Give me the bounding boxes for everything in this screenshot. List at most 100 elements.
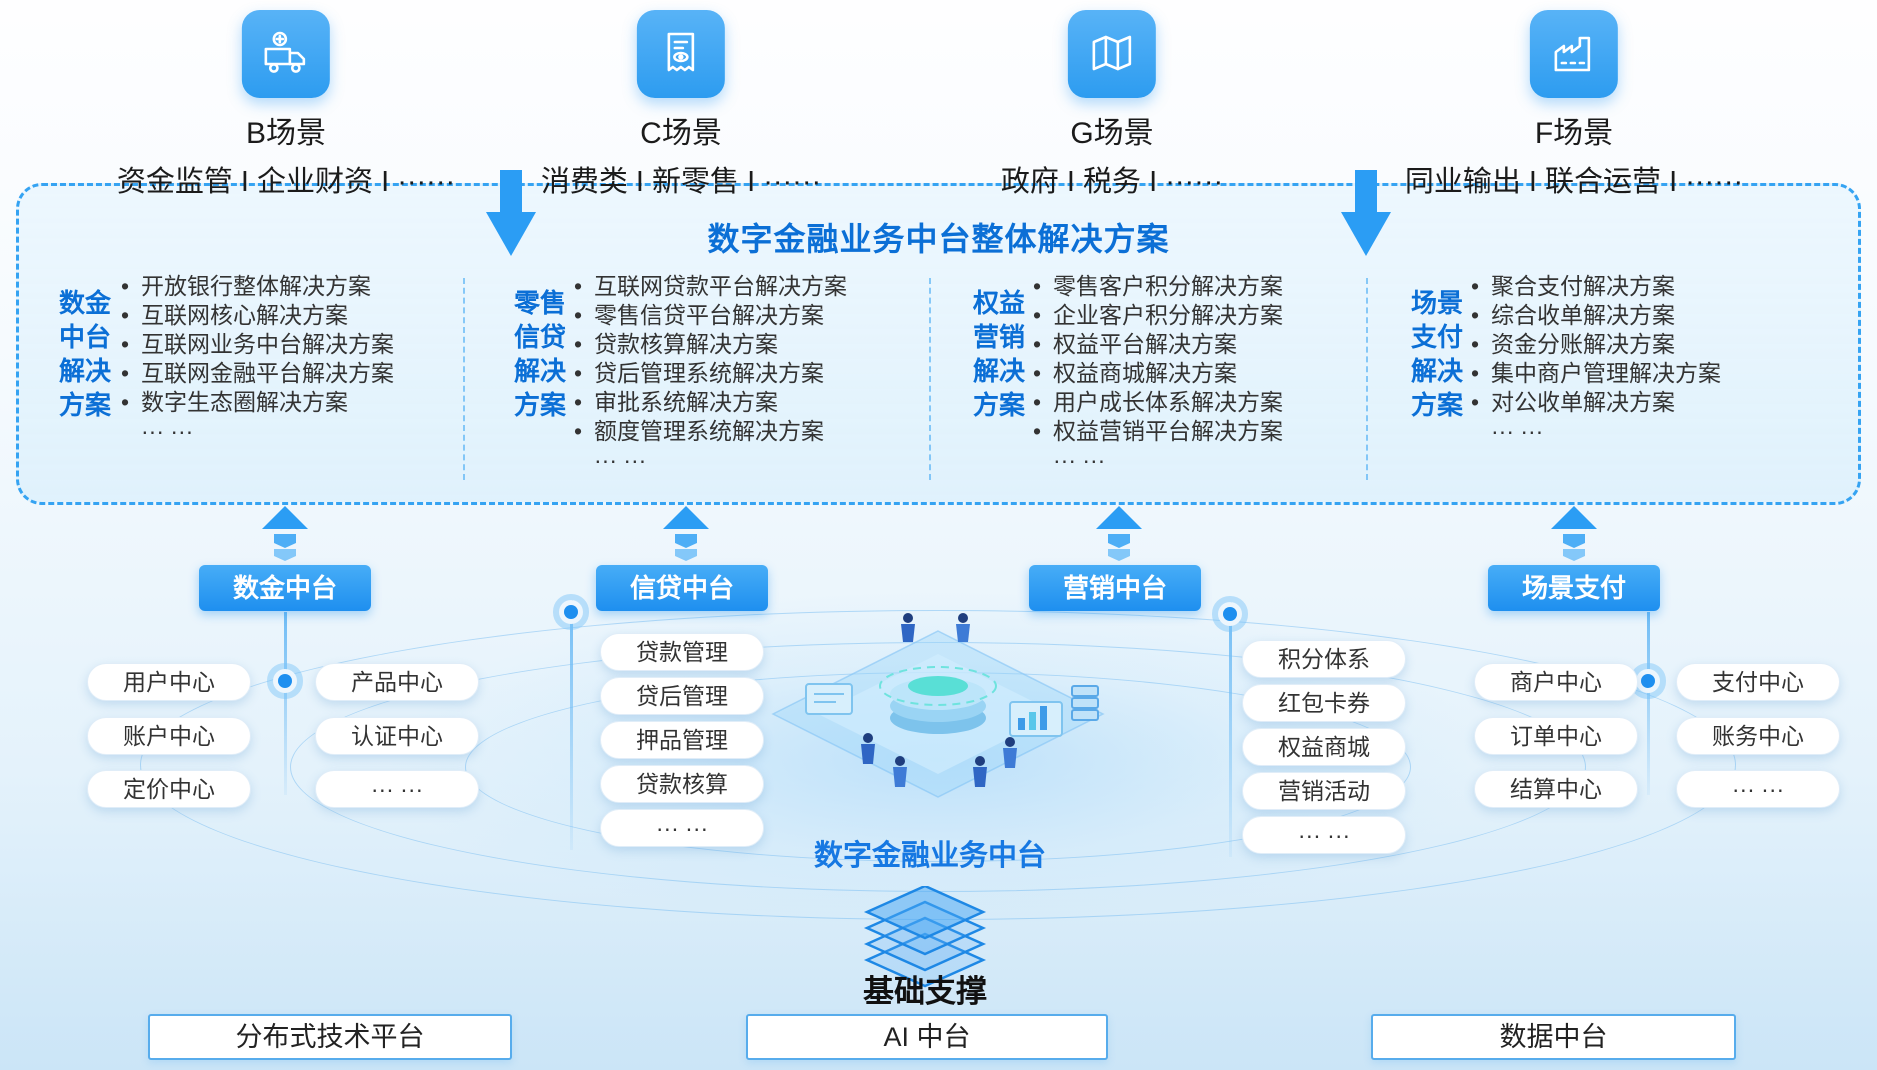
solution-item: 综合收单解决方案 (1467, 301, 1721, 330)
module-pill: 积分体系 (1242, 640, 1406, 678)
module-pill: 产品中心 (315, 663, 479, 701)
solution-item: 互联网核心解决方案 (117, 301, 394, 330)
solution-item: 对公收单解决方案 (1467, 388, 1721, 417)
scenario-name: C场景 (640, 117, 722, 150)
module-pill: 红包卡券 (1242, 684, 1406, 722)
module-pill: 结算中心 (1474, 770, 1638, 808)
base-box-data-platform: 数据中台 (1371, 1014, 1736, 1060)
scenario-c: C场景 消费类 I 新零售 I ······ (541, 10, 821, 200)
connector-dot-marketing (1223, 607, 1237, 621)
solution-item-more: ··· ··· (594, 447, 647, 473)
column-divider (929, 278, 931, 480)
solution-item: 权益营销平台解决方案 (1029, 417, 1283, 446)
panel-title: 数字金融业务中台整体解决方案 (707, 221, 1170, 257)
module-pill: 账务中心 (1676, 717, 1840, 755)
foundation-label: 基础支撑 (863, 974, 987, 1009)
scenario-name: B场景 (245, 117, 327, 150)
solution-item: 集中商户管理解决方案 (1467, 359, 1721, 388)
solution-item-more: ··· ··· (1491, 418, 1544, 444)
module-pill: 认证中心 (315, 717, 479, 755)
module-pill: 贷款核算 (600, 765, 764, 803)
solution-item: 用户成长体系解决方案 (1029, 388, 1283, 417)
module-pill: ··· ··· (1242, 816, 1406, 854)
module-pill: ··· ··· (315, 770, 479, 808)
connector-dot-credit (564, 605, 578, 619)
connector-dot-payment (1641, 674, 1655, 688)
hub-pill-shujin: 数金中台 (198, 565, 372, 611)
solution-item: 权益商城解决方案 (1029, 359, 1283, 388)
map-icon (1067, 10, 1156, 98)
connector-line-payment (1647, 612, 1650, 795)
scenario-b: B场景 资金监管 I 企业财资 I ······ (117, 10, 455, 200)
scenario-desc: 政府 I 税务 I ······ (1000, 166, 1224, 198)
solution-item-more: ··· ··· (141, 418, 194, 444)
truck-coins-icon (241, 10, 330, 98)
column-list-marketing: 零售客户积分解决方案 企业客户积分解决方案 权益平台解决方案 权益商城解决方案 … (1029, 272, 1283, 475)
module-pill: 商户中心 (1474, 663, 1638, 701)
module-pill: 定价中心 (87, 770, 251, 808)
up-arrow-payment (1551, 506, 1597, 567)
column-list-shujin: 开放银行整体解决方案 互联网核心解决方案 互联网业务中台解决方案 互联网金融平台… (117, 272, 394, 446)
solution-item: 贷后管理系统解决方案 (570, 359, 847, 388)
solution-item: 企业客户积分解决方案 (1029, 301, 1283, 330)
solution-item: 零售客户积分解决方案 (1029, 272, 1283, 301)
base-box-ai-platform: AI 中台 (746, 1014, 1108, 1060)
scenario-f: F场景 同业输出 I 联合运营 I ······ (1405, 10, 1743, 200)
column-list-payment: 聚合支付解决方案 综合收单解决方案 资金分账解决方案 集中商户管理解决方案 对公… (1467, 272, 1721, 446)
hub-pill-payment: 场景支付 (1487, 565, 1661, 611)
column-divider (1366, 278, 1368, 480)
column-label-marketing: 权益 营销 解决 方案 (972, 288, 1025, 420)
solution-item: 互联网贷款平台解决方案 (570, 272, 847, 301)
module-pill: ··· ··· (600, 809, 764, 847)
middle-platform-illustration (758, 596, 1118, 826)
down-arrow-left (484, 170, 538, 263)
column-divider (463, 278, 465, 480)
solution-item: 审批系统解决方案 (570, 388, 847, 417)
module-pill: 贷款管理 (600, 633, 764, 671)
solution-item: 零售信贷平台解决方案 (570, 301, 847, 330)
hub-pill-credit: 信贷中台 (595, 565, 769, 611)
scenario-desc: 资金监管 I 企业财资 I ······ (116, 166, 456, 198)
scenario-desc: 消费类 I 新零售 I ······ (540, 166, 822, 198)
column-list-credit: 互联网贷款平台解决方案 零售信贷平台解决方案 贷款核算解决方案 贷后管理系统解决… (570, 272, 847, 475)
receipt-view-icon (636, 10, 725, 98)
up-arrow-shujin (262, 506, 308, 567)
solution-item: 互联网业务中台解决方案 (117, 330, 394, 359)
down-arrow-right (1339, 170, 1393, 263)
hub-pill-marketing: 营销中台 (1028, 565, 1202, 611)
up-arrow-marketing (1096, 506, 1142, 567)
column-label-shujin: 数金 中台 解决 方案 (58, 288, 111, 420)
solution-item: 开放银行整体解决方案 (117, 272, 394, 301)
connector-line-credit (570, 600, 573, 850)
solution-item-more: ··· ··· (1053, 447, 1106, 473)
scenario-desc: 同业输出 I 联合运营 I ······ (1404, 166, 1744, 198)
layers-stack-icon (855, 884, 995, 995)
connector-line-shujin (284, 612, 287, 795)
scenario-name: G场景 (1070, 117, 1154, 150)
module-pill: 权益商城 (1242, 728, 1406, 766)
solution-item: 额度管理系统解决方案 (570, 417, 847, 446)
up-arrow-credit (663, 506, 709, 567)
solution-item: 资金分账解决方案 (1467, 330, 1721, 359)
scenario-g: G场景 政府 I 税务 I ······ (1001, 10, 1223, 200)
connector-line-marketing (1229, 602, 1232, 857)
module-pill: 订单中心 (1474, 717, 1638, 755)
factory-icon (1529, 10, 1618, 98)
center-platform-label: 数字金融业务中台 (813, 840, 1047, 872)
module-pill: 押品管理 (600, 721, 764, 759)
scenario-name: F场景 (1534, 117, 1614, 150)
column-label-payment: 场景 支付 解决 方案 (1410, 288, 1463, 420)
solution-item: 聚合支付解决方案 (1467, 272, 1721, 301)
solution-panel: 数字金融业务中台整体解决方案 数金 中台 解决 方案 开放银行整体解决方案 互联… (16, 183, 1861, 505)
module-pill: 支付中心 (1676, 663, 1840, 701)
column-label-credit: 零售 信贷 解决 方案 (513, 288, 566, 420)
connector-dot-shujin (278, 674, 292, 688)
base-box-distributed-platform: 分布式技术平台 (148, 1014, 512, 1060)
module-pill: 账户中心 (87, 717, 251, 755)
module-pill: 营销活动 (1242, 772, 1406, 810)
module-pill: 贷后管理 (600, 677, 764, 715)
module-pill: ··· ··· (1676, 770, 1840, 808)
solution-item: 互联网金融平台解决方案 (117, 359, 394, 388)
solution-item: 数字生态圈解决方案 (117, 388, 394, 417)
